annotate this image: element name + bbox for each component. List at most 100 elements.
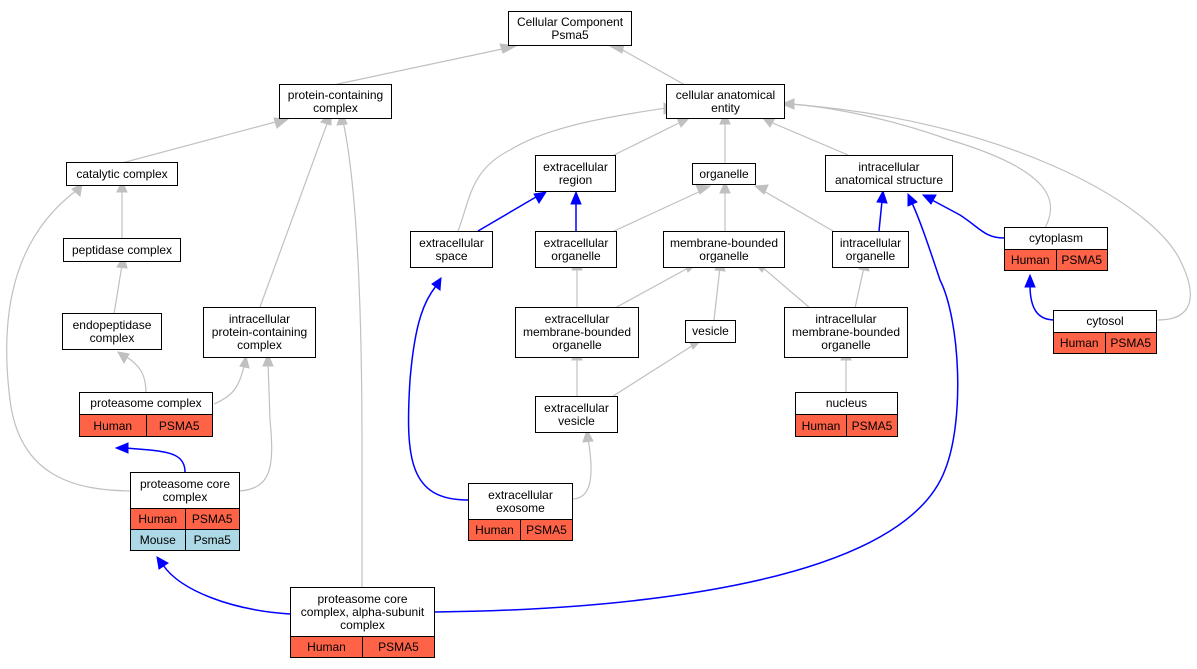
species-label: Human (796, 415, 846, 436)
gene-label: PSMA5 (846, 415, 897, 436)
arrowhead (71, 183, 83, 197)
node-catalytic-complex[interactable]: catalytic complex (66, 162, 178, 186)
node-vesicle[interactable]: vesicle (685, 320, 736, 343)
gene-label: PSMA5 (145, 415, 212, 436)
annotation-proteasome-core-alpha: Human PSMA5 (290, 636, 435, 658)
edge-intraorg-intraanat (878, 200, 883, 232)
node-extracellular-exosome[interactable]: extracellular exosome (468, 483, 573, 520)
node-cytosol[interactable]: cytosol (1053, 310, 1157, 333)
node-extracellular-space[interactable]: extracellular space (410, 231, 493, 268)
annotation-cytosol: Human PSMA5 (1053, 332, 1157, 354)
arrowhead (753, 184, 769, 195)
node-intracellular-protein-containing-complex[interactable]: intracellular protein-containing complex (203, 307, 316, 358)
arrowhead (533, 191, 548, 204)
node-cellular-anatomical-entity[interactable]: cellular anatomical entity (666, 84, 785, 119)
node-proteasome-core-alpha-subunit-complex[interactable]: proteasome core complex, alpha-subunit c… (290, 587, 435, 637)
node-extracellular-membrane-bounded-organelle[interactable]: extracellular membrane-bounded organelle (515, 307, 639, 358)
arrowhead (273, 117, 290, 129)
edge-core-catalytic (6, 189, 131, 492)
annotation-cytoplasm: Human PSMA5 (1004, 249, 1108, 271)
edge-core-proteasome (125, 447, 186, 473)
edge-intraprotein-pcc (259, 120, 329, 308)
edge-intraanat-cae (767, 120, 849, 156)
edge-vesicle-mbo (713, 266, 721, 321)
edge-cae-root (618, 47, 686, 86)
node-intracellular-organelle[interactable]: intracellular organelle (832, 231, 909, 268)
edge-extraorg-organelle (611, 189, 704, 233)
edge-space-extrareg (477, 196, 537, 232)
gene-label: PSMA5 (520, 520, 572, 540)
species-label: Human (1054, 333, 1105, 353)
gene-label: PSMA5 (362, 637, 434, 657)
species-label: Human (131, 509, 185, 529)
arrowhead (431, 277, 442, 291)
arrowhead (695, 184, 712, 195)
node-endopeptidase-complex[interactable]: endopeptidase complex (62, 313, 162, 350)
edge-extrareg-cae (613, 120, 684, 156)
edge-pcc-root (332, 47, 508, 86)
gene-label: Psma5 (184, 530, 239, 550)
node-membrane-bounded-organelle[interactable]: membrane-bounded organelle (663, 231, 785, 268)
annotation-extracellular-exosome: Human PSMA5 (468, 519, 573, 541)
gene-label: PSMA5 (1104, 333, 1156, 353)
species-label: Human (291, 637, 362, 657)
edge-alpha-intraanat (434, 202, 959, 613)
species-label: Human (1005, 250, 1056, 270)
edge-cytosol-cae (789, 103, 1191, 321)
node-cytoplasm[interactable]: cytoplasm (1004, 227, 1108, 250)
arrowhead (907, 192, 918, 207)
edge-cytoplasm-intraanat (931, 199, 1005, 239)
arrowhead (156, 556, 169, 570)
species-label: Human (469, 520, 520, 540)
node-extracellular-region[interactable]: extracellular region (535, 155, 616, 192)
edge-core-intraprotein (239, 361, 273, 492)
edge-endopeptidase-peptidase (113, 264, 123, 315)
arrowhead (582, 428, 594, 443)
arrowhead (117, 351, 130, 365)
edge-extmbo-mbo (614, 266, 691, 309)
edge-proteasome-intraprotein (213, 361, 246, 405)
edge-exosome-extves (572, 437, 592, 500)
edge-alpha-core (162, 564, 291, 615)
node-protein-containing-complex[interactable]: protein-containing complex (279, 84, 392, 119)
edge-cytoplasm-cae (789, 103, 1052, 229)
arrowhead (239, 354, 250, 369)
node-nucleus[interactable]: nucleus (795, 392, 898, 415)
species-label: Mouse (131, 530, 185, 550)
node-peptidase-complex[interactable]: peptidase complex (63, 238, 181, 262)
edge-cytosol-cytoplasm (1029, 284, 1056, 321)
annotation-proteasome-core-mouse: Mouse Psma5 (130, 529, 240, 551)
gene-label: PSMA5 (1055, 250, 1107, 270)
arrowhead (921, 194, 937, 205)
node-organelle[interactable]: organelle (692, 163, 756, 185)
edge-intmbo-intraorg (854, 266, 865, 309)
node-extracellular-vesicle[interactable]: extracellular vesicle (535, 396, 618, 433)
node-intracellular-membrane-bounded-organelle[interactable]: intracellular membrane-bounded organelle (784, 307, 908, 358)
arrowhead (114, 442, 129, 454)
node-cellular-component-root[interactable]: Cellular Component Psma5 (508, 11, 632, 46)
edge-intmbo-mbo (761, 266, 811, 309)
edge-intraorg-organelle (761, 189, 834, 232)
arrowhead (1024, 273, 1036, 288)
node-intracellular-anatomical-structure[interactable]: intracellular anatomical structure (825, 155, 953, 192)
annotation-proteasome-complex: Human PSMA5 (79, 414, 213, 437)
edge-proteasome-endopeptidase (124, 355, 147, 394)
edge-exosome-space (407, 285, 469, 501)
node-proteasome-core-complex[interactable]: proteasome core complex (130, 472, 240, 509)
gene-label: PSMA5 (184, 509, 239, 529)
arrowhead (570, 190, 582, 205)
edge-extves-vesicle (609, 343, 696, 399)
arrowhead (876, 189, 888, 204)
edge-space-cae (457, 107, 667, 232)
arrowhead (116, 179, 128, 193)
node-proteasome-complex[interactable]: proteasome complex (79, 392, 213, 415)
node-extracellular-organelle[interactable]: extracellular organelle (535, 231, 617, 268)
arrowhead (780, 98, 795, 110)
arrowhead (262, 352, 274, 367)
annotation-proteasome-core-human: Human PSMA5 (130, 508, 240, 530)
species-label: Human (80, 415, 146, 436)
annotation-nucleus: Human PSMA5 (795, 414, 898, 437)
edge-catalytic-pcc (121, 120, 280, 164)
arrowhead (719, 180, 731, 194)
